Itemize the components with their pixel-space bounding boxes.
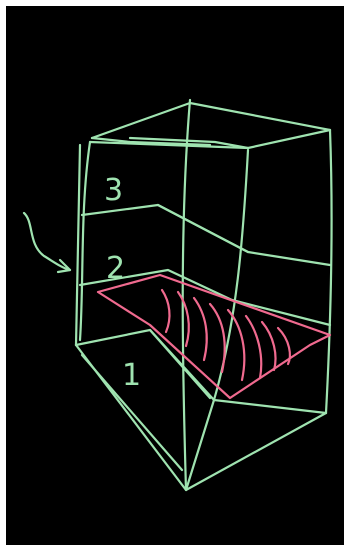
- box-outline: [76, 100, 332, 490]
- level-label-1: 1: [122, 358, 141, 393]
- level-label-2: 2: [106, 251, 125, 286]
- shelf-lines: [24, 205, 330, 413]
- level-label-3: 3: [104, 173, 123, 208]
